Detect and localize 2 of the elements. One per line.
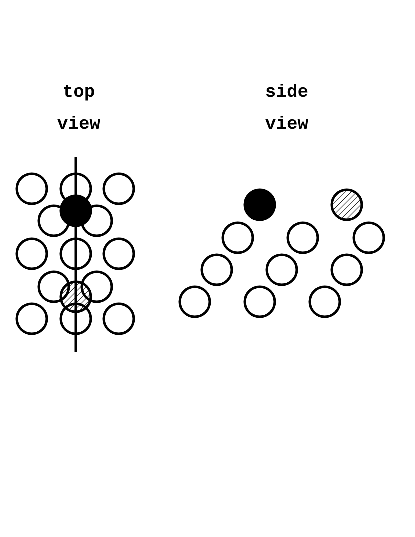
view-caption: side view xyxy=(264,82,310,137)
view-caption: top view xyxy=(56,82,102,137)
